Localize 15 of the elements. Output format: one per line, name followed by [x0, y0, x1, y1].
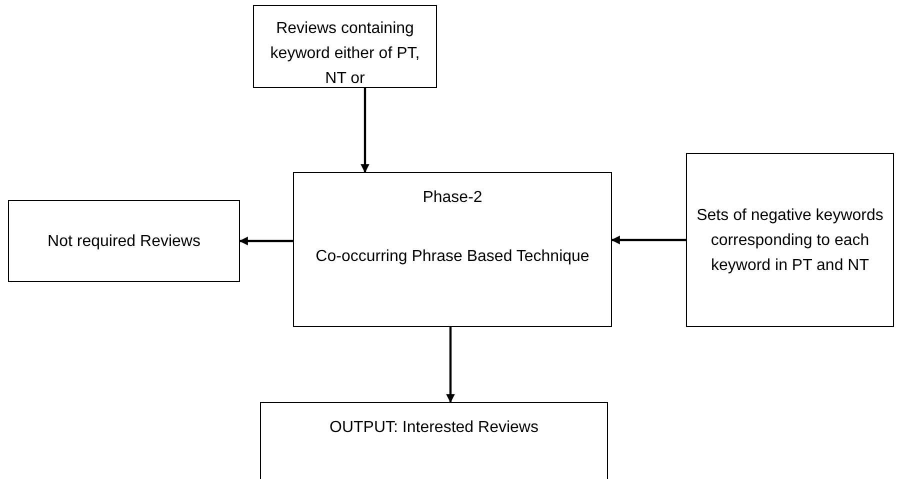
arrow: [611, 236, 686, 244]
box-text: Sets of negative keywords corresponding to each keyword in PT and NT: [696, 206, 884, 276]
process-box: [686, 153, 894, 327]
process-box: [293, 172, 612, 327]
process-box: [260, 402, 608, 479]
arrow: [446, 327, 455, 403]
arrow: [239, 236, 293, 246]
box-text: Phase-2: [422, 188, 482, 208]
box-text: Reviews containing keyword either of PT, NT or: [269, 19, 421, 89]
arrow: [360, 88, 370, 173]
box-text: OUTPUT: Interested Reviews: [330, 418, 538, 438]
box-text: Co-occurring Phrase Based Technique: [316, 247, 590, 267]
box-text: Not required Reviews: [48, 232, 200, 252]
process-box: [8, 200, 240, 282]
process-box: [253, 5, 437, 88]
